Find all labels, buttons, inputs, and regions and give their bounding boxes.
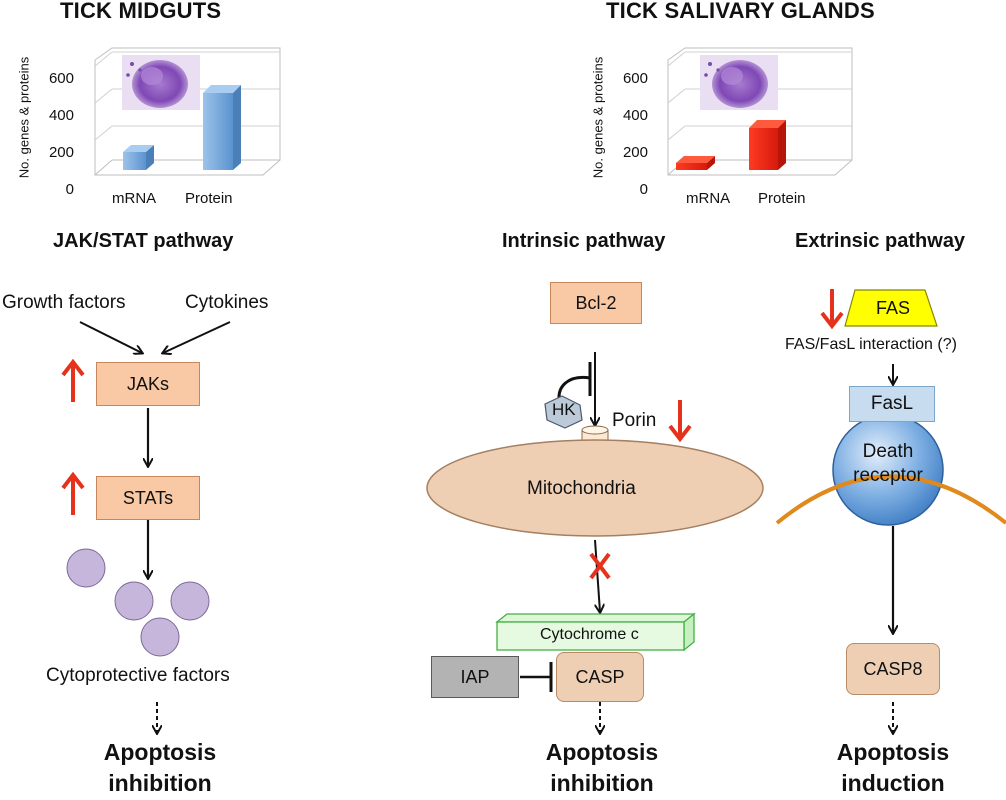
stats-box: STATs (96, 476, 200, 520)
jaks-box: JAKs (96, 362, 200, 406)
cytochrome-label: Cytochrome c (540, 626, 639, 643)
cytokines-label: Cytokines (185, 292, 269, 313)
cytoprotective-factors-label: Cytoprotective factors (46, 665, 230, 686)
up-arrow-icon (61, 471, 85, 515)
midguts-bar-protein (203, 85, 241, 170)
salivary-bar-mrna (676, 156, 715, 170)
extrinsic-pathway-title: Extrinsic pathway (795, 230, 966, 252)
fasl-box: FasL (849, 386, 935, 422)
midguts-chart-ylabel: No. genes & proteins (16, 56, 32, 179)
down-arrow-icon (668, 400, 692, 443)
death-receptor-label: Death receptor (853, 441, 923, 486)
midgut-outcome: Apoptosis inhibition (103, 739, 217, 796)
fas-shape (844, 289, 938, 327)
hk-icon (544, 395, 583, 429)
fas-label: FAS (876, 298, 911, 318)
blocked-x-icon (589, 552, 611, 580)
arrow-growth-to-jaks (79, 321, 142, 353)
midguts-xtick-protein: Protein (185, 190, 233, 207)
salivary-xtick-protein: Protein (758, 190, 806, 207)
mitochondria-label: Mitochondria (527, 478, 636, 499)
salivary-chart (667, 47, 853, 176)
arrow-mito-to-cytochrome (594, 539, 600, 612)
midguts-title: TICK MIDGUTS (60, 0, 222, 23)
arrow-cytokines-to-jaks (163, 321, 231, 353)
extrinsic-outcome: Apoptosis induction (836, 739, 950, 796)
mitochondria-shape (426, 439, 764, 537)
midguts-yticks: 600 400 200 0 (48, 70, 74, 198)
down-arrow-icon (820, 289, 844, 330)
casp8-box: CASP8 (846, 643, 940, 695)
iap-box: IAP (431, 656, 519, 698)
growth-factors-label: Growth factors (2, 292, 126, 313)
salivary-title: TICK SALIVARY GLANDS (606, 0, 875, 23)
casp-box: CASP (556, 652, 644, 702)
salivary-chart-ylabel: No. genes & proteins (590, 56, 606, 179)
midguts-xtick-mrna: mRNA (112, 190, 157, 207)
midguts-chart (94, 47, 281, 176)
intrinsic-outcome: Apoptosis inhibition (545, 739, 659, 796)
cell-membrane-arc (775, 474, 1006, 525)
midguts-bar-mrna (123, 145, 154, 170)
up-arrow-icon (61, 358, 85, 402)
cytoprotective-factor-circles (66, 548, 210, 657)
intrinsic-pathway-title: Intrinsic pathway (502, 230, 666, 252)
cytochrome-box (495, 612, 696, 652)
jak-stat-pathway-title: JAK/STAT pathway (53, 230, 234, 252)
salivary-yticks: 600 400 200 0 (622, 70, 648, 198)
salivary-xtick-mrna: mRNA (686, 190, 731, 207)
hk-label: HK (552, 400, 576, 419)
porin-label: Porin (612, 410, 657, 431)
salivary-bar-protein (749, 120, 786, 170)
bcl2-box: Bcl-2 (550, 282, 642, 324)
fas-fasl-interaction-label: FAS/FasL interaction (?) (785, 336, 957, 353)
